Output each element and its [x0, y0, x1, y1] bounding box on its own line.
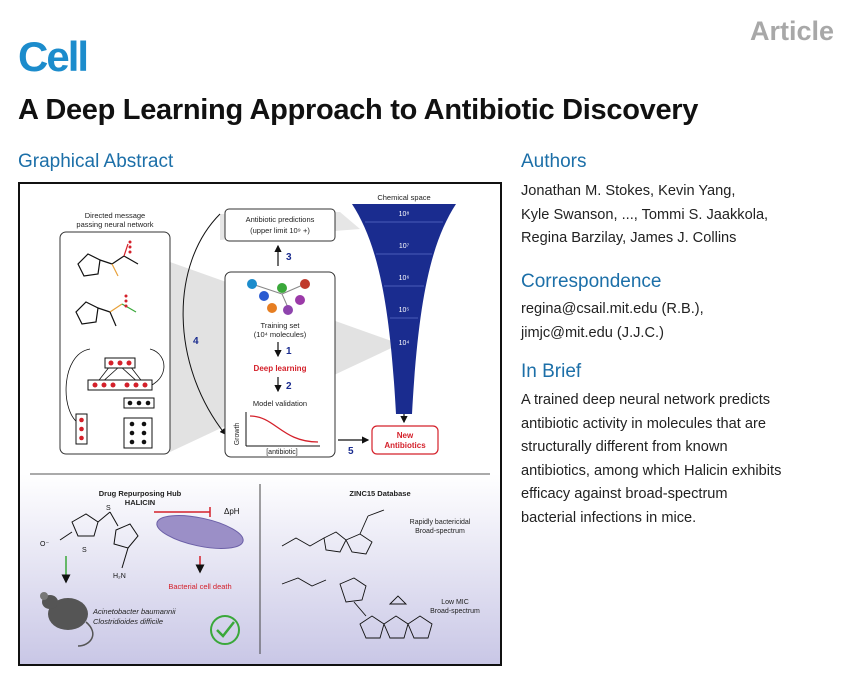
- atom-label: S: [82, 547, 87, 554]
- in-brief-heading: In Brief: [521, 361, 582, 382]
- funnel-level: 10⁵: [399, 307, 410, 314]
- funnel-level: 10⁸: [399, 211, 410, 218]
- correspondence-list: regina@csail.mit.edu (R.B.), jimjc@mit.e…: [521, 298, 841, 345]
- mpnn-label: Directed message: [85, 211, 145, 220]
- step-number: 4: [193, 336, 199, 347]
- new-antibiotics-label: Antibiotics: [384, 441, 426, 450]
- mouse-icon: [40, 592, 94, 647]
- correspondence-heading: Correspondence: [521, 271, 662, 292]
- species-label: Acinetobacter baumannii: [92, 607, 176, 616]
- email-link[interactable]: jimjc@mit.edu (J.J.C.): [521, 324, 664, 341]
- bacterium-icon: [156, 515, 244, 549]
- arrow-step-4: [182, 213, 226, 435]
- mpnn-label: passing neural network: [76, 220, 153, 229]
- authors-heading: Authors: [521, 151, 587, 172]
- matrix-box: [123, 417, 153, 449]
- zinc-compound-1: [281, 509, 385, 555]
- step-number: 2: [286, 381, 292, 392]
- model-validation-label: Model validation: [253, 399, 307, 408]
- authors-line: Jonathan M. Stokes, Kevin Yang,: [521, 183, 736, 199]
- compound-1-label: Broad-spectrum: [415, 528, 465, 535]
- training-set-label: Training set: [261, 321, 301, 330]
- funnel-bands: [365, 221, 443, 319]
- drug-hub-label: Drug Repurposing Hub: [99, 489, 182, 498]
- article-title: A Deep Learning Approach to Antibiotic D…: [18, 94, 699, 126]
- molecule-cluster-icon: [247, 279, 310, 315]
- delta-ph-label: ΔpH: [224, 507, 240, 516]
- chemical-space-label: Chemical space: [377, 193, 430, 202]
- predictions-label: (upper limit 10⁹ +): [250, 226, 310, 235]
- message-dots: [128, 240, 132, 254]
- predictions-box: [224, 208, 336, 242]
- brief-line: bacterial infections in mice.: [521, 509, 697, 526]
- zinc-label: ZINC15 Database: [349, 489, 410, 498]
- chemical-space-funnel: [352, 204, 456, 414]
- growth-axis-label: Growth: [234, 423, 241, 446]
- atom-label: H₂N: [113, 573, 126, 580]
- compound-2-label: Low MIC: [441, 599, 469, 606]
- message-dots: [124, 294, 128, 308]
- step-number: 1: [286, 346, 292, 357]
- atom-label: O⁻: [40, 541, 49, 548]
- brief-line: antibiotic activity in molecules that ar…: [521, 415, 766, 432]
- predictions-label: Antibiotic predictions: [246, 215, 315, 224]
- training-box: [224, 271, 336, 458]
- brief-line: structurally different from known: [521, 439, 728, 455]
- brief-line: A trained deep neural network predicts: [521, 392, 771, 408]
- authors-list: Jonathan M. Stokes, Kevin Yang, Kyle Swa…: [521, 180, 841, 251]
- layer-box: [87, 379, 153, 391]
- halicin-structure: [59, 511, 139, 569]
- authors-line: Kyle Swanson, ..., Tommi S. Jaakkola,: [521, 206, 769, 223]
- compound-1-label: Rapidly bactericidal: [410, 519, 471, 526]
- antibiotic-axis-label: [antibiotic]: [266, 449, 298, 456]
- deep-learning-label: Deep learning: [254, 364, 307, 373]
- drug-hub-label: HALICIN: [125, 498, 155, 507]
- species-label: Clostridioides difficile: [93, 617, 163, 626]
- atom-label: S: [106, 505, 111, 512]
- new-antibiotics-box: [371, 425, 439, 455]
- step-number: 3: [286, 252, 292, 263]
- article-type-label: Article: [749, 16, 834, 46]
- zinc-compound-2: [281, 577, 433, 639]
- checkmark-circle-icon: [210, 615, 240, 645]
- graphical-abstract-figure: Directed message passing neural network: [18, 182, 502, 666]
- funnel-level: 10⁷: [399, 243, 410, 250]
- in-brief-text: A trained deep neural network predicts a…: [521, 389, 841, 530]
- email-link[interactable]: regina@csail.mit.edu (R.B.),: [521, 301, 704, 317]
- brief-line: antibiotics, among which Halicin exhibit…: [521, 462, 782, 479]
- checkmark-icon: [216, 621, 235, 638]
- layer-nodes: [92, 360, 148, 388]
- molecule-icon: [75, 301, 137, 327]
- funnel-level: 10⁴: [399, 340, 410, 347]
- growth-curve-plot: [245, 412, 320, 447]
- step-number: 5: [348, 446, 354, 457]
- molecule-icon: [77, 243, 139, 277]
- brief-line: efficacy against broad-spectrum: [521, 486, 728, 502]
- cell-death-label: Bacterial cell death: [168, 582, 231, 591]
- training-set-label: (10⁴ molecules): [254, 330, 307, 339]
- new-antibiotics-label: New: [397, 431, 414, 440]
- funnel-level: 10⁶: [399, 275, 410, 282]
- authors-line: Regina Barzilay, James J. Collins: [521, 230, 737, 246]
- compound-2-label: Broad-spectrum: [430, 608, 480, 615]
- journal-logo: Cell: [18, 33, 89, 80]
- graphical-abstract-heading: Graphical Abstract: [18, 151, 174, 172]
